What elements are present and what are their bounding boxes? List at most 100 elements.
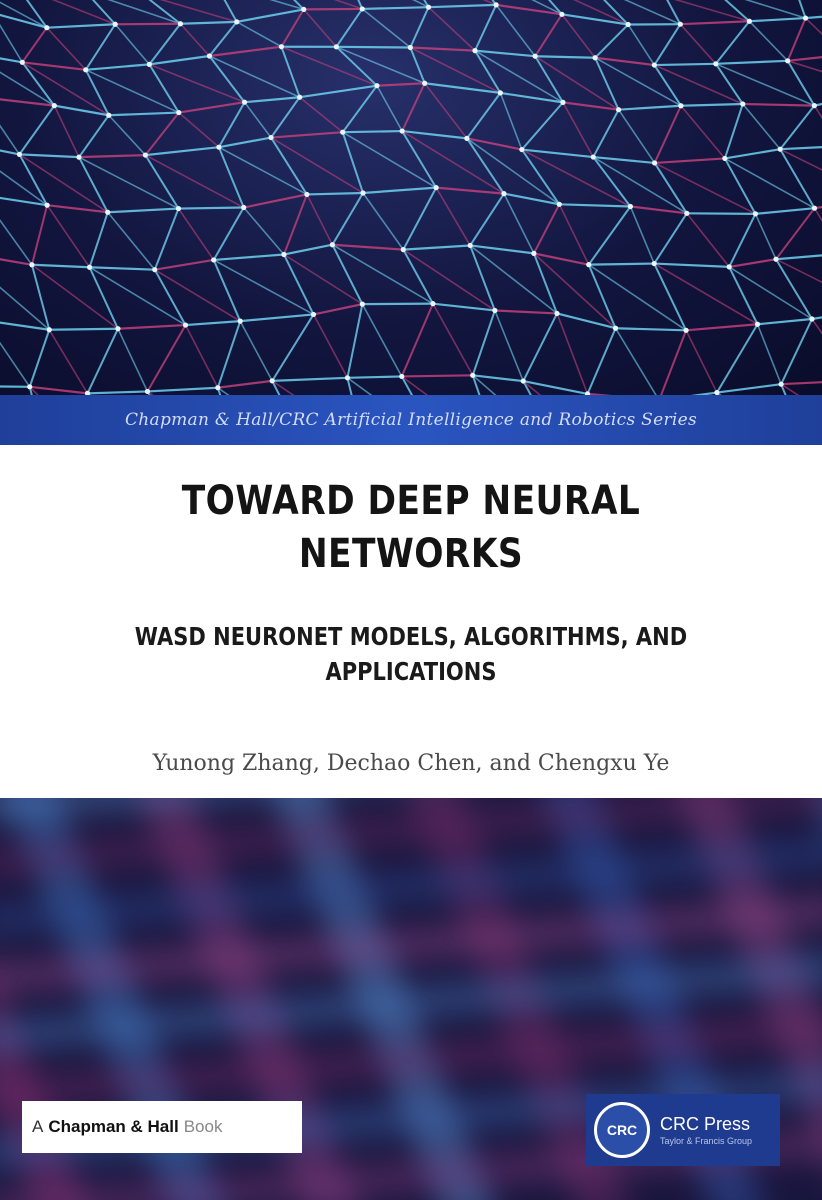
mesh-link <box>521 148 631 208</box>
mesh-link <box>46 27 87 71</box>
mesh-link <box>660 329 688 395</box>
mesh-node <box>531 250 537 256</box>
mesh-link <box>299 96 344 133</box>
mesh-link <box>335 8 364 48</box>
mesh-link <box>469 193 505 247</box>
book-authors: Yunong Zhang, Dechao Chen, and Chengxu Y… <box>152 751 670 776</box>
mesh-link <box>78 156 109 213</box>
mesh-link <box>503 192 560 206</box>
mesh-link <box>474 50 502 94</box>
mesh-link <box>243 101 272 139</box>
mesh-link <box>269 0 304 11</box>
mesh-link <box>654 157 725 165</box>
mesh-link <box>362 186 437 195</box>
mesh-node <box>211 257 217 263</box>
plaid-band <box>813 798 822 820</box>
mesh-link <box>602 0 629 26</box>
book-subtitle: WASD NEURONET MODELS, ALGORITHMS, AND AP… <box>134 622 688 686</box>
mesh-link <box>588 263 687 331</box>
mesh-link <box>402 187 438 251</box>
mesh-link <box>471 375 481 395</box>
mesh-link <box>423 0 430 8</box>
mesh-link <box>424 82 501 94</box>
plaid-band <box>0 835 822 938</box>
mesh-link <box>78 114 110 158</box>
mesh-node <box>740 101 746 107</box>
series-title: Chapman & Hall/CRC Artificial Intelligen… <box>124 410 698 430</box>
mesh-link <box>531 0 563 16</box>
mesh-link <box>331 192 364 246</box>
mesh-link <box>466 137 523 151</box>
mesh-link <box>793 0 822 12</box>
mesh-link <box>533 252 589 266</box>
mesh-link <box>154 268 241 322</box>
mesh-link <box>409 46 501 94</box>
mesh-link <box>779 148 816 209</box>
mesh-link <box>362 192 404 251</box>
mesh-link <box>686 212 730 268</box>
mesh-link <box>0 71 55 107</box>
mesh-link <box>216 387 222 395</box>
mesh-link <box>0 321 50 331</box>
mesh-link <box>723 157 757 215</box>
mesh-link <box>28 329 51 388</box>
mesh-link <box>813 105 822 120</box>
mesh-link <box>716 383 782 394</box>
mesh-node <box>360 190 366 196</box>
mesh-link <box>469 244 558 315</box>
mesh-link <box>107 0 181 25</box>
mesh-link <box>653 105 682 164</box>
mesh-link <box>244 96 300 104</box>
mesh-link <box>779 105 816 150</box>
mesh-link <box>46 204 91 268</box>
mesh-link <box>562 102 594 158</box>
mesh-link <box>46 204 108 214</box>
mesh-node <box>237 318 243 324</box>
mesh-link <box>562 101 619 111</box>
mesh-node <box>492 307 498 314</box>
mesh-link <box>653 262 758 325</box>
mesh-link <box>594 56 655 67</box>
plaid-band <box>0 951 822 1054</box>
mesh-link <box>715 63 815 107</box>
mesh-node <box>520 378 526 384</box>
mesh-link <box>403 244 471 251</box>
mesh-link <box>728 266 813 320</box>
mesh-node <box>144 388 151 395</box>
mesh-node <box>464 135 470 141</box>
mesh-link <box>410 46 476 52</box>
mesh-node <box>142 152 148 158</box>
mesh-link <box>159 0 237 23</box>
mesh-node <box>713 61 719 67</box>
mesh-link <box>775 258 822 284</box>
mesh-link <box>31 263 90 269</box>
plaid-band <box>3 798 222 1200</box>
mesh-link <box>271 313 315 382</box>
mesh-node <box>683 327 689 333</box>
mesh-node <box>722 155 728 162</box>
mesh-node <box>106 112 112 118</box>
mesh-link <box>623 0 681 25</box>
mesh-link <box>240 313 314 323</box>
mesh-link <box>153 208 180 271</box>
mesh-link <box>217 379 273 389</box>
mesh-node <box>281 251 287 258</box>
mesh-node <box>310 311 317 318</box>
mesh-link <box>716 323 759 394</box>
mesh-link <box>715 20 751 65</box>
mesh-link <box>19 153 109 213</box>
mesh-node <box>627 203 634 210</box>
mesh-link <box>49 327 118 331</box>
mesh-link <box>0 286 50 331</box>
mesh-link <box>401 130 438 189</box>
mesh-link <box>592 156 688 215</box>
mesh-link <box>400 375 414 395</box>
mesh-link <box>534 13 563 57</box>
mesh-link <box>690 391 718 395</box>
mesh-node <box>340 129 346 135</box>
mesh-link <box>153 269 187 326</box>
mesh-link <box>756 323 782 385</box>
mesh-link <box>724 148 781 160</box>
mesh-link <box>402 248 496 312</box>
mesh-link <box>178 206 244 210</box>
